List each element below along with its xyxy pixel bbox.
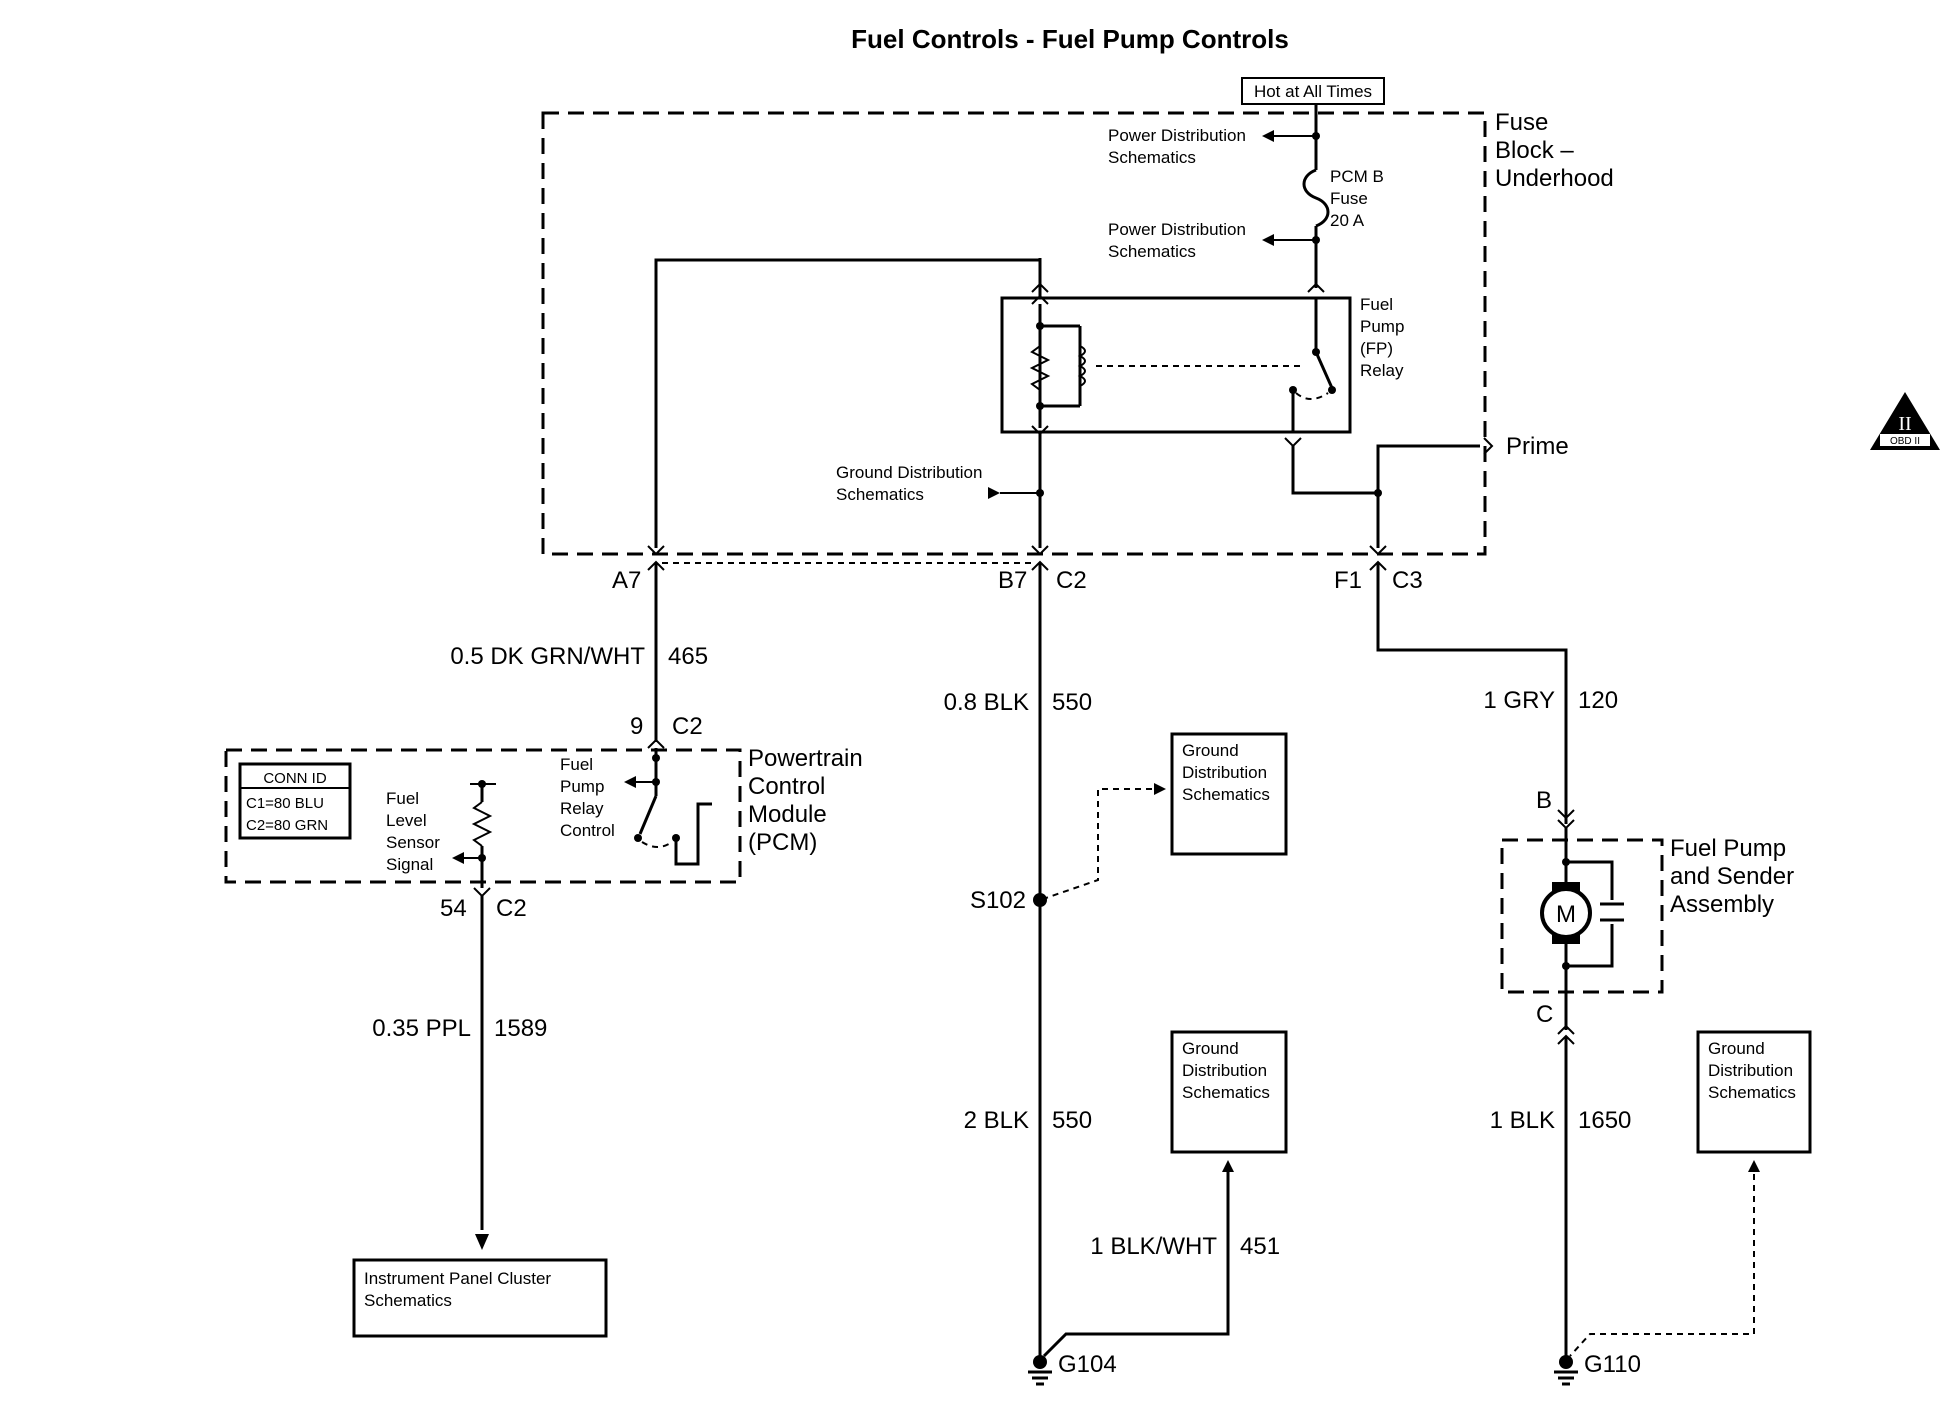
ipc-box [352, 1258, 608, 1338]
diagram-title: Fuel Controls - Fuel Pump Controls [851, 24, 1289, 54]
splice-s102-label: S102 [970, 887, 1026, 914]
wire-120 [1376, 562, 1568, 824]
ground-distribution-label-fuse: Ground Distribution Schematics [836, 463, 987, 504]
relay-resistor-icon [1029, 345, 1051, 391]
pcm-b-fuse-icon [1302, 168, 1330, 228]
ipc-label: Instrument Panel Cluster Schematics [364, 1269, 556, 1310]
power-distribution-label-1: Power Distribution Schematics [1108, 126, 1251, 167]
power-dist-arrow-2 [1262, 234, 1274, 246]
connector-pump-c: C [1536, 1001, 1553, 1028]
fp-relay-control-label: Fuel Pump Relay Control [560, 755, 615, 840]
ground-distribution-label-2: Ground Distribution Schematics [1182, 1039, 1272, 1102]
connector-b7: B7 [998, 567, 1027, 594]
splice-s102 [1033, 893, 1047, 907]
wire-550a-circuit: 550 [1052, 689, 1092, 716]
wire-1650-circuit: 1650 [1578, 1107, 1631, 1134]
fuel-pump-motor-icon [1540, 887, 1592, 939]
wire-a7-internal [654, 258, 1042, 548]
power-distribution-label-2: Power Distribution Schematics [1108, 220, 1251, 261]
ground-distribution-box-2 [1170, 1030, 1288, 1154]
connector-f1: F1 [1334, 567, 1362, 594]
ground-distribution-label-1: Ground Distribution Schematics [1182, 741, 1272, 804]
wire-550b-gauge: 2 BLK [964, 1107, 1029, 1134]
connector-c2-bottom: C2 [496, 895, 527, 922]
conn-id-box [238, 762, 352, 840]
motor-symbol: M [1556, 901, 1576, 928]
fuel-level-sensor-label: Fuel Level Sensor Signal [386, 789, 445, 874]
relay-coil-icon [1077, 345, 1086, 387]
hot-at-all-times-box [1241, 77, 1385, 105]
obd-ii-icon: II OBD II [1870, 392, 1940, 450]
conn-id-c1: C1=80 BLU [246, 795, 324, 812]
ground-dist-arrow [988, 487, 1000, 499]
ground-distribution-box-3 [1696, 1030, 1812, 1154]
wire-465-gauge: 0.5 DK GRN/WHT [450, 643, 645, 670]
ground-g104-label: G104 [1058, 1351, 1117, 1378]
wire-1589-circuit: 1589 [494, 1015, 547, 1042]
fuel-level-arrow [452, 852, 464, 864]
wire-451-gauge: 1 BLK/WHT [1090, 1233, 1217, 1260]
connector-c2-top: C2 [1056, 567, 1087, 594]
prime-label: Prime [1506, 433, 1569, 460]
connector-c2-pcm: C2 [672, 713, 703, 740]
conn-id-header: CONN ID [263, 770, 327, 787]
fuse-block-boundary [541, 111, 1487, 556]
obd-ii-label: OBD II [1890, 436, 1920, 447]
pcm-switch-blade [638, 795, 658, 835]
wire-550b-circuit: 550 [1052, 1107, 1092, 1134]
wire-451-circuit: 451 [1240, 1233, 1280, 1260]
wire-120-gauge: 1 GRY [1483, 687, 1555, 714]
ground-g110-icon [1554, 1355, 1578, 1386]
fuse-block-label: Fuse Block – Underhood [1495, 109, 1614, 192]
conn-id-c2: C2=80 GRN [246, 817, 328, 834]
ground-g104-icon [1028, 1355, 1052, 1386]
pcm-b-fuse-label: PCM B Fuse 20 A [1330, 167, 1389, 230]
fuel-pump-relay [1000, 296, 1352, 434]
wire-120-circuit: 120 [1578, 687, 1618, 714]
wire-465-circuit: 465 [668, 643, 708, 670]
ground-distribution-box-1 [1170, 732, 1288, 856]
connector-pump-b: B [1536, 787, 1552, 814]
ipc-arrow [475, 1234, 489, 1250]
wire-1589-gauge: 0.35 PPL [372, 1015, 471, 1042]
fuel-pump-relay-label: Fuel Pump (FP) Relay [1360, 295, 1409, 380]
relay-switch-blade [1314, 351, 1334, 389]
connector-c3: C3 [1392, 567, 1423, 594]
ground-distribution-label-3: Ground Distribution Schematics [1708, 1039, 1798, 1102]
power-dist-arrow-1 [1262, 130, 1274, 142]
obd-ii-numeral: II [1898, 413, 1911, 435]
hot-at-all-times-label: Hot at All Times [1254, 82, 1372, 101]
connector-pin-9: 9 [630, 713, 643, 740]
fuel-pump-assembly-label: Fuel Pump and Sender Assembly [1670, 835, 1801, 918]
pcm-label: Powertrain Control Module (PCM) [748, 745, 869, 856]
wire-1650-gauge: 1 BLK [1490, 1107, 1555, 1134]
wire-550a-gauge: 0.8 BLK [944, 689, 1029, 716]
wire-451 [1042, 1172, 1230, 1358]
fuel-level-resistor-icon [471, 801, 493, 847]
connector-pin-54: 54 [440, 895, 467, 922]
fuel-pump-assembly-boundary [1500, 838, 1664, 994]
connector-a7: A7 [612, 567, 641, 594]
ground-g110-label: G110 [1584, 1351, 1641, 1378]
